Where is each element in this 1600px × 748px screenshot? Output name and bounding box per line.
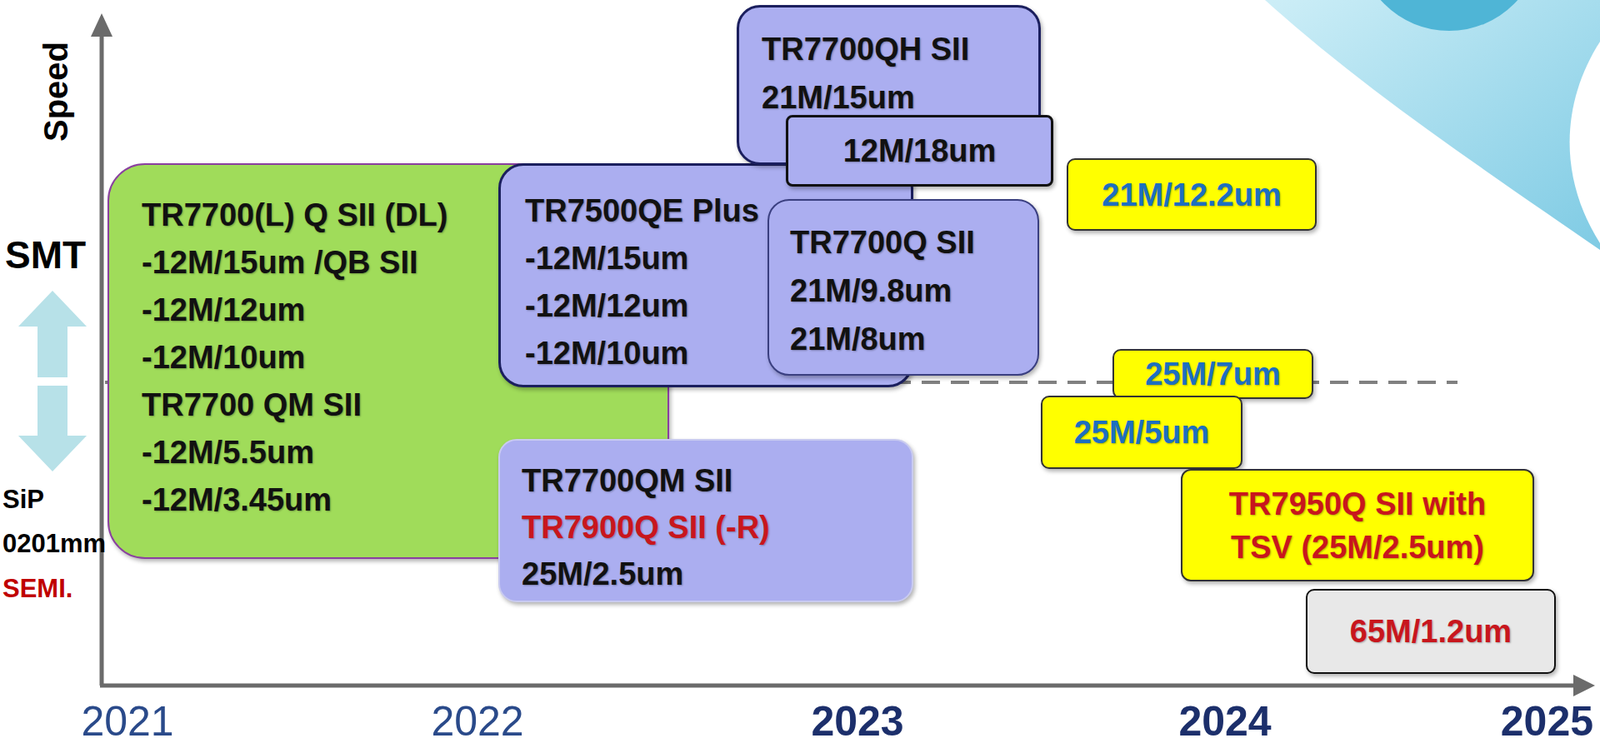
product-name: 65M/1.2um: [1350, 610, 1512, 653]
future-spec-box: 25M/7um: [1112, 349, 1314, 400]
spec-text: TR7700 QM SII: [141, 381, 362, 430]
future-product-box: TR7950Q SII with TSV (25M/2.5um): [1180, 469, 1535, 582]
up-arrow: [18, 290, 87, 378]
year-label: 2025: [1500, 699, 1594, 745]
white-swoosh: [1570, 41, 1600, 244]
category-label: SMT: [5, 234, 86, 277]
product-name: TR7700QH SII: [761, 25, 970, 74]
spec-text: -12M/5.5um: [141, 429, 315, 477]
spec-text: TR7900Q SII (-R): [521, 504, 770, 551]
product-box: TR7700Q SII21M/9.8um21M/8um: [767, 199, 1040, 376]
category-label: 0201mm: [2, 530, 106, 559]
product-name: 21M/12.2um: [1101, 174, 1281, 216]
product-name: TR7500QE Plus: [525, 187, 760, 235]
product-name: TR7950Q SII with TSV (25M/2.5um): [1207, 482, 1508, 570]
y-axis: [100, 33, 105, 686]
axis-label: Speed: [37, 41, 75, 142]
product-name: 25M/7um: [1145, 355, 1281, 394]
future-spec-box: 21M/12.2um: [1066, 158, 1317, 231]
spec-text: -12M/12um: [525, 282, 689, 330]
year-label: 2024: [1178, 699, 1271, 745]
year-label: 2021: [80, 699, 174, 745]
future-spec-box: 25M/5um: [1040, 395, 1243, 470]
spec-text: 21M/8um: [790, 315, 926, 364]
x-axis-head: [1573, 675, 1595, 697]
spec-text: 21M/9.8um: [790, 266, 952, 315]
y-axis-head: [90, 13, 113, 37]
product-name: TR7700(L) Q SII (DL): [141, 191, 448, 240]
category-label: SiP: [2, 485, 45, 515]
future-spec-box: 65M/1.2um: [1305, 589, 1556, 675]
spec-text: -12M/15um /QB SII: [141, 239, 419, 287]
year-label: 2022: [430, 699, 524, 745]
spec-text: -12M/10um: [141, 334, 305, 382]
spec-text: -12M/12um: [141, 286, 305, 335]
product-box: TR7700QM SIITR7900Q SII (-R)25M/2.5um: [498, 439, 914, 603]
category-label: SEMI.: [2, 575, 73, 604]
product-name: TR7700Q SII: [790, 218, 975, 267]
year-label: 2023: [810, 699, 904, 745]
down-arrow: [18, 385, 87, 472]
x-axis: [100, 684, 1575, 689]
product-name: 12M/18um: [843, 130, 997, 172]
spec-box: 12M/18um: [785, 115, 1054, 187]
spec-text: -12M/10um: [525, 330, 689, 378]
spec-text: -12M/15um: [525, 235, 689, 283]
product-name: 25M/5um: [1074, 411, 1210, 454]
product-name: TR7700QM SII: [521, 457, 733, 505]
corner-circle: [1357, 0, 1541, 31]
spec-text: -12M/3.45um: [141, 476, 332, 525]
spec-text: 25M/2.5um: [521, 550, 684, 598]
